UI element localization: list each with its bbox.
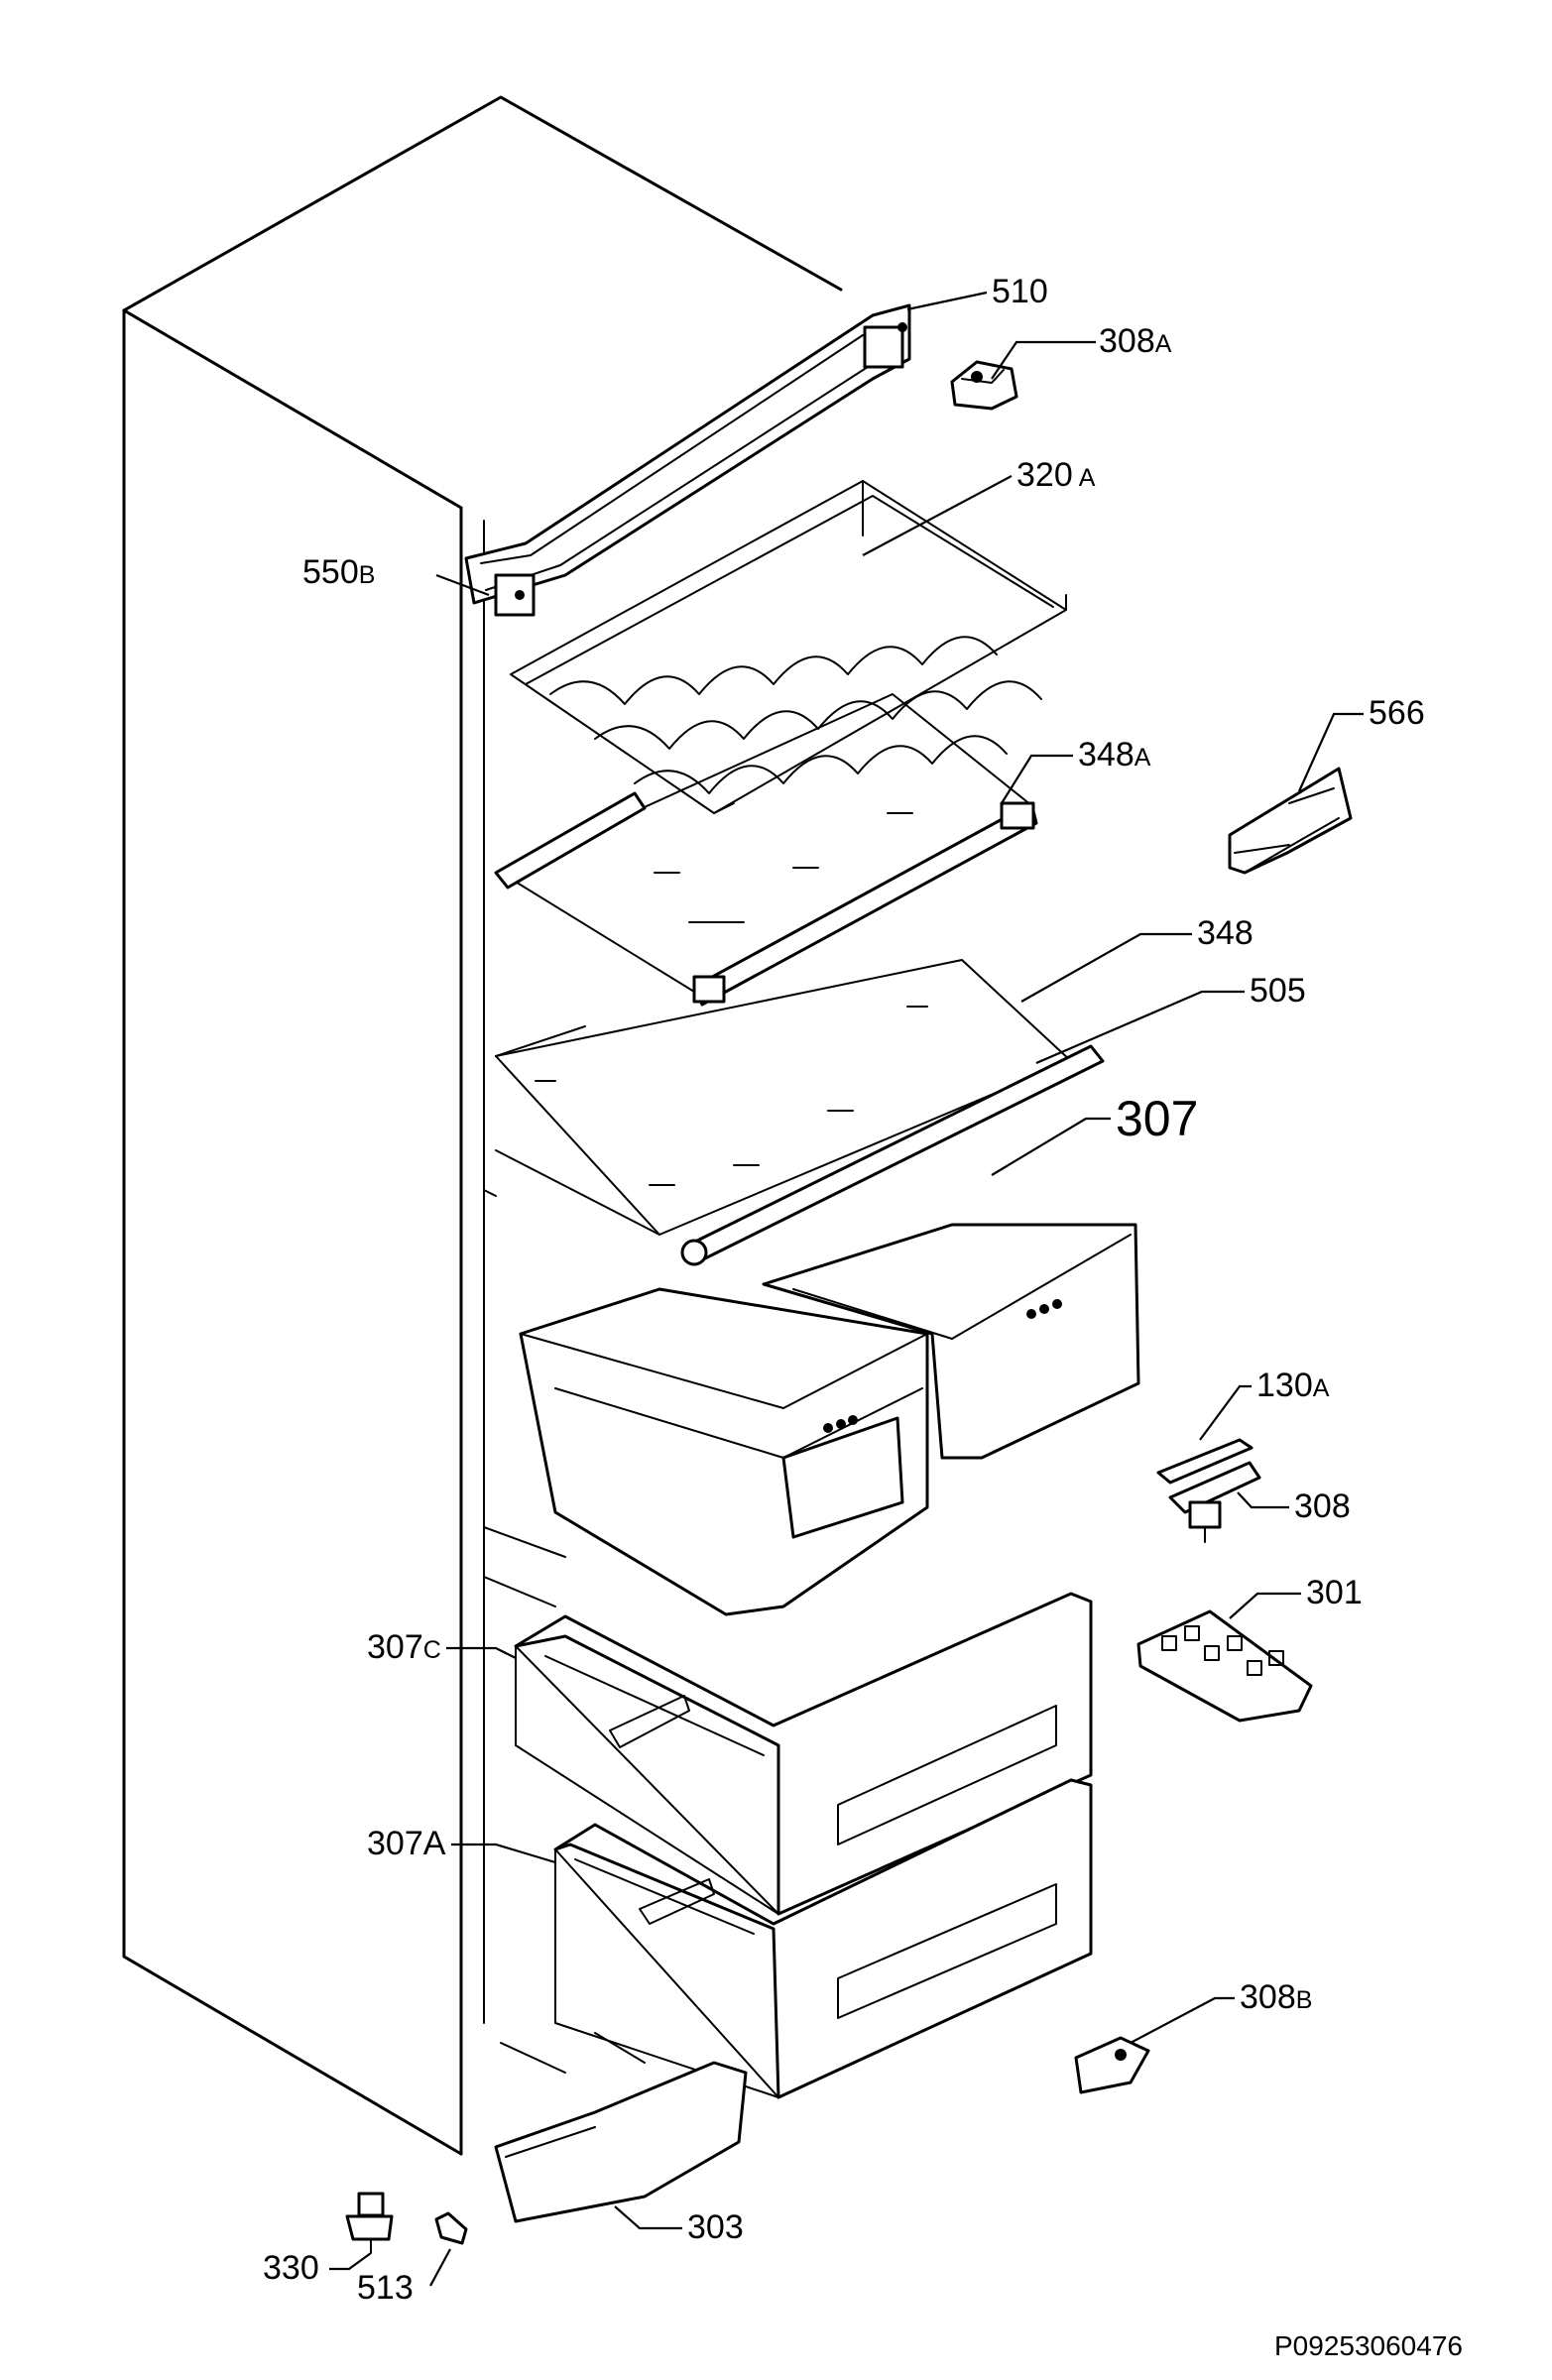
- clip-513: [434, 2211, 468, 2245]
- part-566: [1228, 767, 1353, 875]
- label-308a-suffix: A: [1155, 330, 1172, 358]
- label-307: 307: [1116, 1091, 1198, 1146]
- adjustable-foot-330: [345, 2192, 394, 2254]
- label-550b-number: 550: [302, 553, 359, 591]
- freezer-drawer-307c: [514, 1592, 1093, 1916]
- label-510: 510: [992, 273, 1048, 310]
- label-301: 301: [1306, 1574, 1363, 1611]
- label-308b-suffix: B: [1296, 1986, 1313, 2014]
- label-505: 505: [1250, 972, 1306, 1010]
- label-307c: 307C: [367, 1628, 441, 1666]
- label-348: 348: [1197, 914, 1254, 952]
- label-308a: 308A: [1099, 322, 1172, 360]
- label-130a-number: 130: [1256, 1367, 1313, 1404]
- hinge-308b: [1074, 2036, 1150, 2094]
- label-307c-number: 307: [367, 1628, 423, 1666]
- label-320a-number: 320: [1016, 456, 1073, 494]
- bottle-rack-320a: [510, 480, 1067, 814]
- ice-tray-301: [1136, 1609, 1313, 1723]
- kick-plate-303: [494, 2061, 748, 2223]
- label-348a: 348A: [1078, 736, 1151, 774]
- glass-shelf-348a: [494, 693, 1038, 1007]
- crisper-drawers-307: [519, 1223, 1140, 1616]
- label-308: 308: [1294, 1488, 1351, 1525]
- label-550b-suffix: B: [359, 561, 376, 589]
- label-130a-suffix: A: [1313, 1374, 1330, 1402]
- label-348a-suffix: A: [1134, 744, 1151, 772]
- label-348a-number: 348: [1078, 736, 1134, 774]
- label-320a-suffix: A: [1079, 464, 1096, 492]
- trim-strip-505: [680, 1044, 1105, 1266]
- freezer-drawer-307a: [553, 1778, 1093, 2099]
- label-308a-number: 308: [1099, 322, 1155, 360]
- top-trim-510: [464, 303, 911, 617]
- leader-lines: [329, 291, 1364, 2287]
- label-303: 303: [687, 2208, 744, 2246]
- label-330: 330: [263, 2249, 319, 2287]
- label-307a: 307A: [367, 1825, 446, 1862]
- label-308b-number: 308: [1240, 1978, 1296, 2016]
- cabinet: [122, 95, 843, 2156]
- hinge-130a-308: [1156, 1438, 1261, 1543]
- label-307c-suffix: C: [423, 1636, 441, 1664]
- label-513: 513: [357, 2269, 414, 2307]
- label-308b: 308B: [1240, 1978, 1312, 2016]
- label-566: 566: [1369, 694, 1425, 732]
- label-130a: 130A: [1256, 1367, 1330, 1404]
- hinge-308a: [950, 360, 1018, 411]
- drawing-code: P09253060476: [1274, 2330, 1463, 2361]
- label-550b: 550B: [302, 553, 375, 591]
